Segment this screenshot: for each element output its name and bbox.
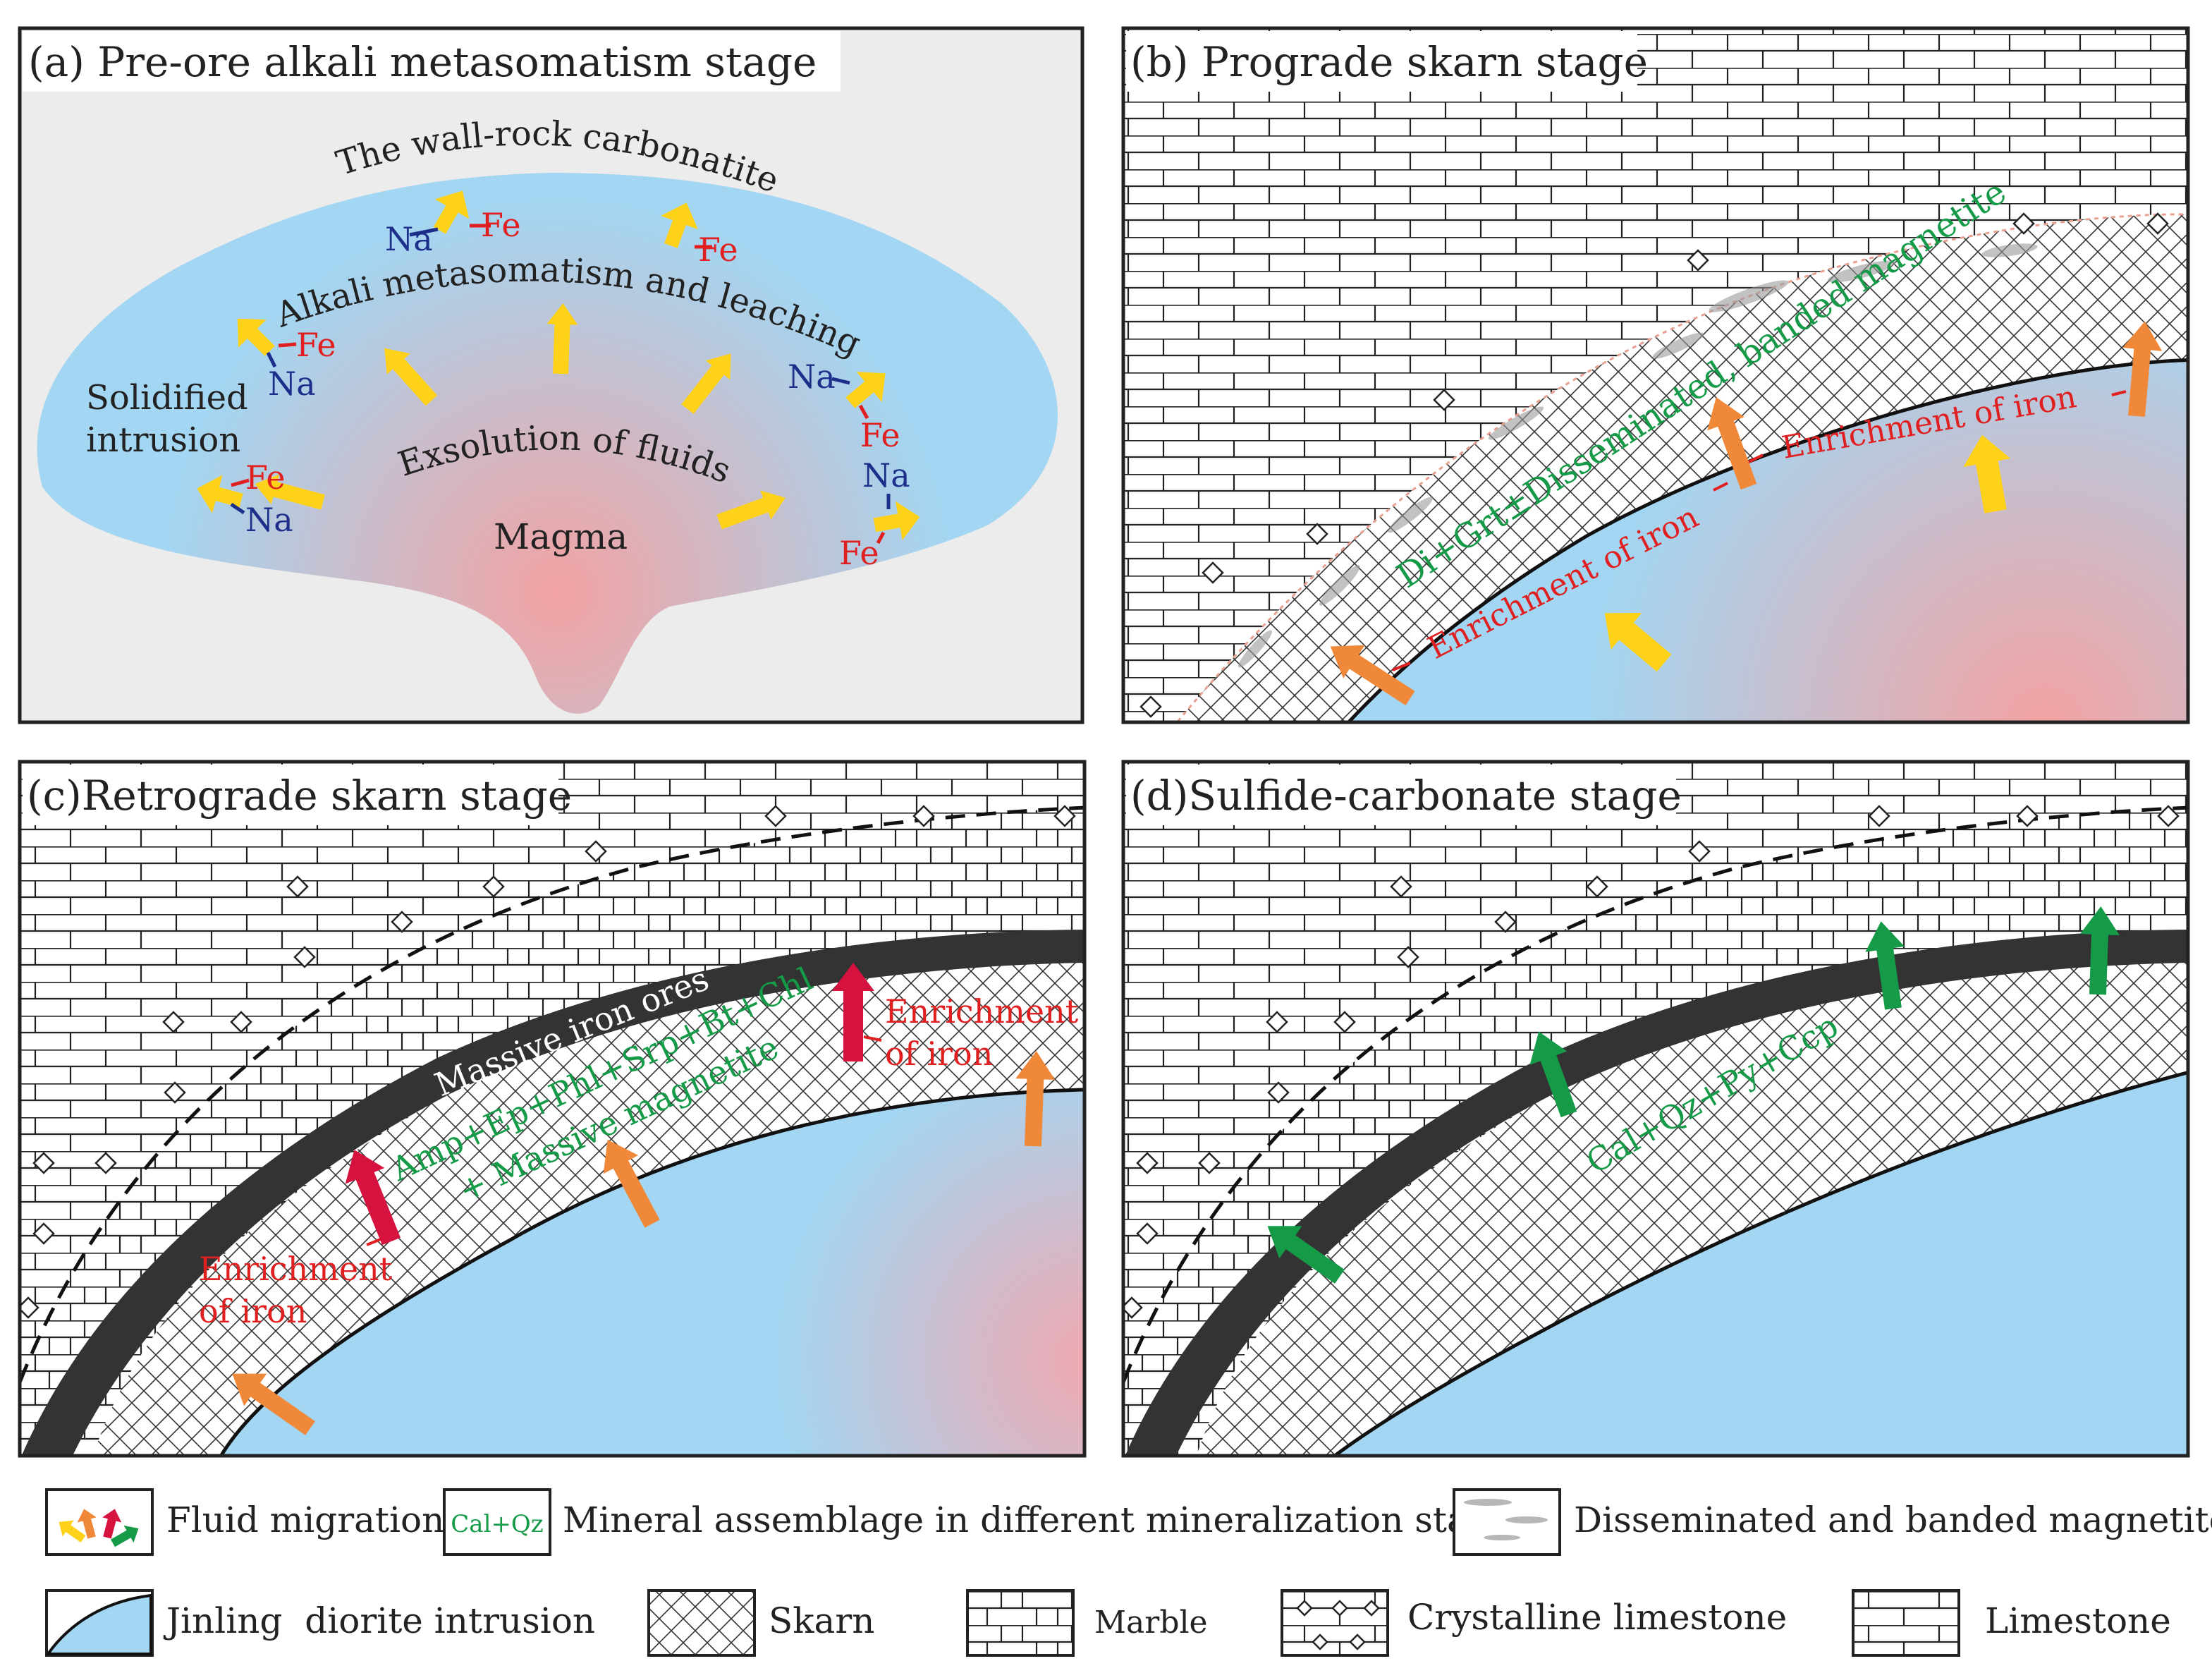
fe-label: Fe: [481, 206, 521, 244]
legend-limestone-label: Limestone: [1985, 1600, 2171, 1641]
legend-fluid-label: Fluid migration: [166, 1499, 444, 1540]
na-fe-exchange-5: Fe Na: [197, 458, 293, 539]
legend-skarn-label: Skarn: [769, 1600, 874, 1641]
panel-d-fluid-arrows: [1267, 906, 2120, 1284]
orange-arrow-icon: [77, 1509, 97, 1539]
panel-b-title: (b) Prograde skarn stage: [1130, 38, 1648, 86]
legend-mineral-assemblage: Cal+Qz Mineral assemblage in different m…: [443, 1488, 1529, 1556]
dashed-boundary: [1123, 805, 2188, 1383]
na-fe-exchange-2: Fe: [661, 202, 738, 269]
green-arrow-icon: [111, 1525, 139, 1547]
yellow-arrow-icon: [255, 474, 325, 510]
yellow-arrow-icon: [59, 1520, 86, 1543]
legend-marble: Marble: [966, 1589, 1208, 1657]
panel-c: (c)Retrograde skarn stage Massive iron o…: [18, 760, 1087, 1458]
legend-mineral-label: Mineral assemblage in different minerali…: [563, 1499, 1529, 1540]
skarn-zone: [93, 931, 1084, 1456]
orange-arrow-icon: [232, 1373, 315, 1435]
panel-d-title: (d)Sulfide-carbonate stage: [1130, 772, 1682, 820]
legend-disseminated: Disseminated and banded magnetite: [1453, 1488, 2212, 1556]
panel-c-enrichment-1: Enrichment: [885, 992, 1079, 1030]
na-fe-exchange-1: Na Fe: [385, 190, 521, 258]
legend-skarn: Skarn: [647, 1589, 874, 1657]
green-arrow-icon: [1865, 921, 1905, 1010]
green-arrow-icon: [1267, 1226, 1345, 1284]
legend-crystalline-label: Crystalline limestone: [1407, 1597, 1787, 1638]
na-fe-exchange-6: Na Fe: [839, 456, 920, 572]
na-label: Na: [862, 456, 910, 494]
yellow-arrow-icon: [384, 348, 438, 406]
fe-label: Fe: [860, 416, 900, 454]
na-fe-exchange-4: Na Fe: [788, 358, 900, 454]
panel-b-fluid-arrows: [1330, 321, 2163, 706]
magma-label: Magma: [494, 516, 628, 557]
intrusion-label: intrusion: [86, 420, 240, 460]
orange-arrow-icon: [1330, 645, 1415, 706]
skarn-zone: [1197, 931, 2188, 1456]
legend-fluid-migration: Fluid migration: [45, 1488, 444, 1556]
small-red-arrows: [1392, 390, 2127, 671]
orange-arrow-icon: [1707, 397, 1757, 490]
red-arrow-icon: [345, 1150, 401, 1246]
panel-c-fluid-arrows: [232, 963, 1056, 1435]
yellow-arrow-icon: [681, 353, 731, 414]
na-label: Na: [788, 358, 836, 396]
legend-jinling-label: Jinling diorite intrusion: [163, 1600, 595, 1641]
yellow-arrow-icon: [1963, 434, 2011, 513]
massive-ore-band: [21, 930, 1084, 1456]
fe-label: Fe: [698, 231, 738, 269]
na-label: Na: [268, 365, 316, 403]
solidified-label: Solidified: [86, 378, 248, 418]
panel-c-title: (c)Retrograde skarn stage: [27, 772, 572, 820]
panel-a: (a) Pre-ore alkali metasomatism stage Th…: [18, 26, 1084, 724]
fluid-arrows-radial: [255, 303, 786, 530]
panel-d: (d)Sulfide-carbonate stage Cal+Qz+Py+Ccp: [1121, 760, 2190, 1458]
intrusion-zone: [219, 1088, 1084, 1456]
yellow-arrow-icon: [716, 490, 786, 530]
intrusion-zone: [1331, 1070, 2188, 1456]
na-label: Na: [385, 220, 433, 258]
panel-a-title: (a) Pre-ore alkali metasomatism stage: [28, 38, 817, 86]
marble-zone: [1123, 808, 2188, 1456]
disseminated-magnetite: [1238, 243, 2038, 668]
crystal-diamonds: [1123, 805, 2180, 1319]
legend-limestone: Limestone: [1852, 1589, 2171, 1657]
yellow-arrow-icon: [1604, 612, 1672, 672]
crystal-diamonds: [20, 805, 1076, 1319]
legend-crystalline: Crystalline limestone: [1281, 1589, 1787, 1657]
red-arrow-icon: [102, 1509, 122, 1539]
dashed-boundary: [20, 805, 1084, 1383]
solidified-intrusion: [37, 173, 1058, 714]
legend-marble-label: Marble: [1094, 1605, 1208, 1641]
orange-arrow-icon: [1015, 1051, 1056, 1147]
marble-zone: [20, 808, 1084, 1456]
massive-ore-band: [1125, 930, 2188, 1456]
crystal-diamonds: [1139, 212, 2169, 718]
fe-label: Fe: [839, 534, 879, 572]
red-arrow-icon: [832, 963, 874, 1061]
fe-label: Fe: [245, 458, 286, 497]
green-arrow-icon: [2079, 906, 2120, 995]
fe-label: Fe: [296, 326, 336, 364]
panel-c-enrichment-3: Enrichment: [199, 1250, 393, 1288]
panel-b: (b) Prograde skarn stage Di+Grt±Dissemin…: [1121, 26, 2190, 724]
green-arrow-icon: [1529, 1031, 1577, 1118]
panel-c-enrichment-4: of iron: [199, 1292, 307, 1330]
orange-arrow-icon: [603, 1139, 660, 1228]
legend: Fluid migration Cal+Qz Mineral assemblag…: [45, 1488, 2212, 1657]
orange-arrow-icon: [2122, 321, 2163, 418]
yellow-arrow-icon: [546, 303, 578, 375]
na-fe-exchange-3: Fe Na: [237, 318, 336, 403]
panel-c-enrichment-2: of iron: [885, 1035, 993, 1073]
na-label: Na: [245, 501, 293, 539]
legend-jinling: Jinling diorite intrusion: [45, 1589, 595, 1657]
legend-cal-qz: Cal+Qz: [451, 1510, 543, 1538]
legend-disseminated-label: Disseminated and banded magnetite: [1574, 1499, 2212, 1540]
